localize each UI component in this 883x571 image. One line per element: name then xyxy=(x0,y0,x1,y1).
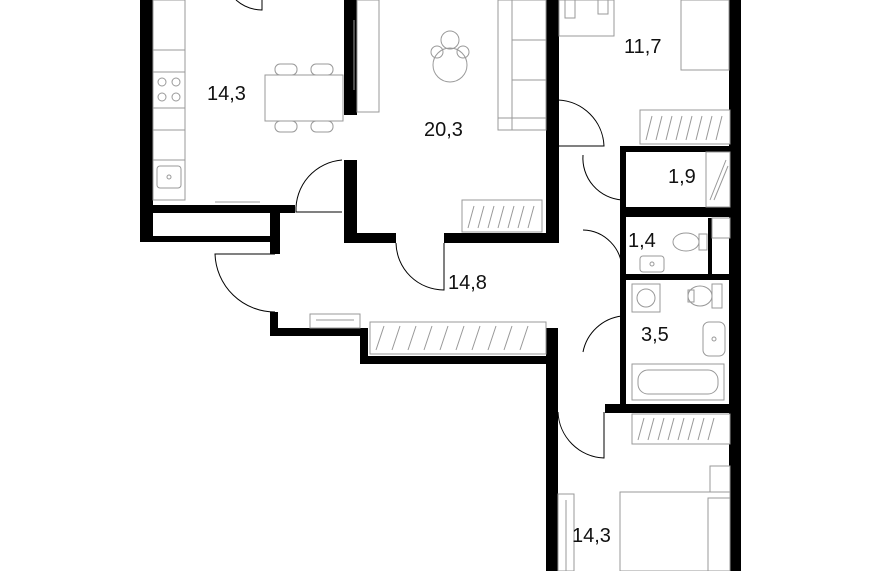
bedroom-bottom-wardrobe xyxy=(557,493,575,571)
bath-toilet-icon xyxy=(687,283,723,309)
bathroom-area-label: 3,5 xyxy=(641,324,669,346)
bathroom-door-arc xyxy=(582,315,623,353)
kitchen-counter xyxy=(152,0,186,201)
bath-sink-icon xyxy=(702,321,726,357)
living-radiator xyxy=(461,199,543,233)
toilet-icon xyxy=(672,232,708,252)
toilet-area-label: 1,4 xyxy=(628,230,656,252)
bedroom-top-area-label: 11,7 xyxy=(624,36,661,58)
stove-icon xyxy=(157,77,181,102)
toilet-door-arc xyxy=(582,229,623,271)
bedroom-bottom-door-arc xyxy=(557,411,605,459)
living-area-label: 20,3 xyxy=(424,119,463,141)
tv-console xyxy=(353,0,380,113)
bedroom-bottom-radiator xyxy=(631,413,731,445)
bed-top xyxy=(680,0,730,71)
bedroom-top-door-arc xyxy=(557,99,605,147)
sofa xyxy=(497,0,547,131)
kitchen-door-arc xyxy=(235,0,263,11)
dining-table xyxy=(264,63,344,133)
hall-area-label: 14,8 xyxy=(448,272,487,294)
bedroom-bottom-area-label: 14,3 xyxy=(572,525,611,547)
toilet-sink-icon xyxy=(639,255,665,273)
kitchen-area-label: 14,3 xyxy=(207,83,246,105)
hall-shoe-rack xyxy=(309,313,361,329)
bathtub-icon xyxy=(631,363,725,401)
living-door-arc xyxy=(395,242,445,291)
entrance-door-arc xyxy=(214,253,276,313)
kitchen-hall-door-arc xyxy=(295,159,343,213)
desk xyxy=(558,0,615,37)
bedroom-top-radiator xyxy=(639,109,731,145)
armchair-icon xyxy=(430,30,470,83)
hall-wardrobe xyxy=(369,321,547,355)
storage-door-arc xyxy=(582,154,623,201)
walls xyxy=(140,0,741,571)
washing-machine-icon xyxy=(631,283,661,313)
sink-icon xyxy=(156,165,182,189)
storage-area-label: 1,9 xyxy=(668,166,696,188)
toilet-shaft xyxy=(711,217,731,239)
storage-shelf xyxy=(705,151,731,208)
bed-bottom xyxy=(619,465,731,571)
